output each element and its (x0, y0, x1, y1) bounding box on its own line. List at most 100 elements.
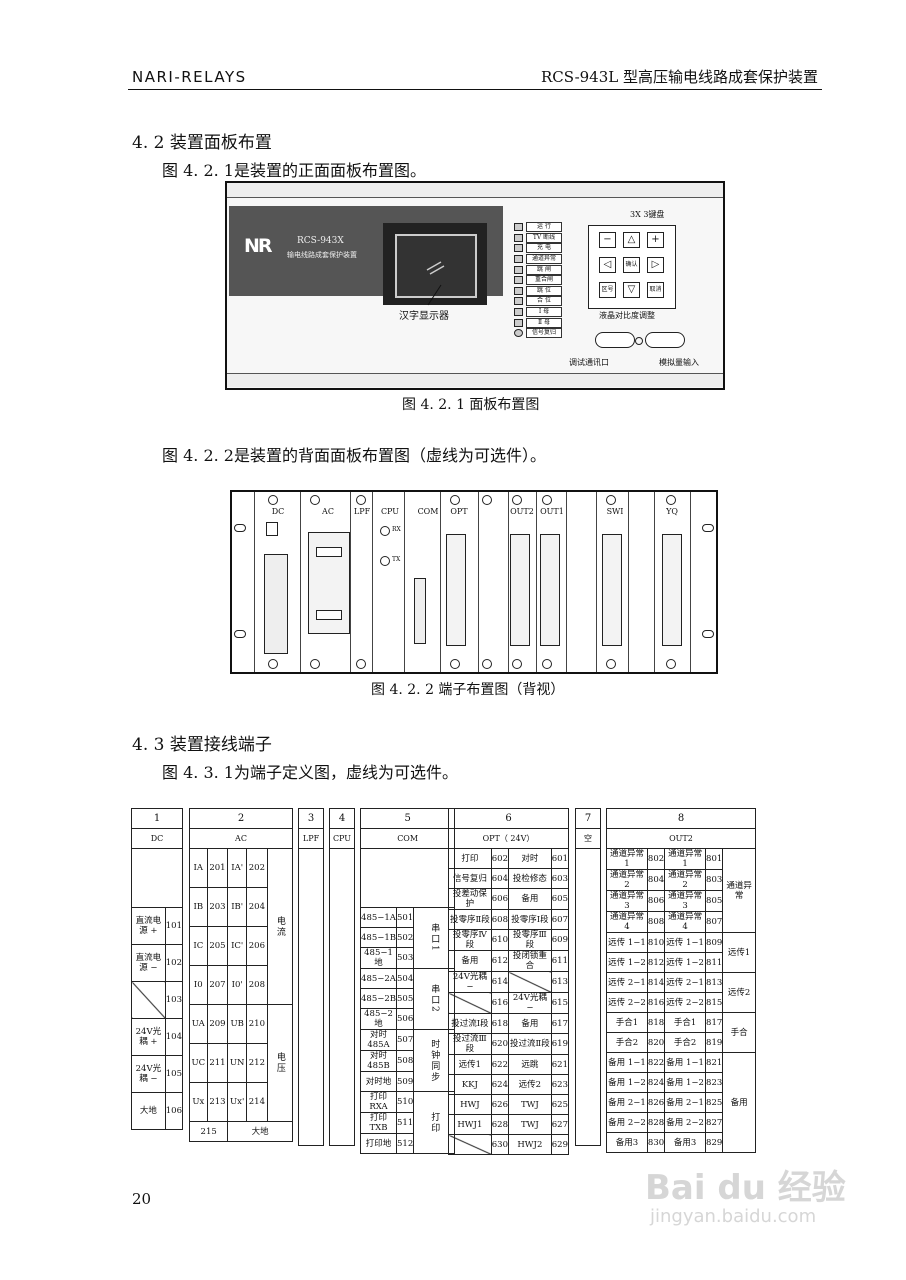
terminal-no: 830 (646, 1132, 666, 1153)
mount-hole (234, 630, 246, 638)
terminal-desc: 远传 2−2 (606, 992, 648, 1013)
group-label-remote1: 远传1 (722, 932, 756, 973)
terminal-no: 602 (490, 848, 510, 869)
slot-label-out1: OUT1 (540, 507, 564, 516)
screw-icon (310, 495, 320, 505)
ok-key[interactable]: 确认 (623, 257, 640, 273)
plus-key[interactable]: + (647, 232, 664, 248)
power-switch[interactable] (266, 522, 278, 536)
terminal-no: 511 (396, 1112, 415, 1134)
terminal-no: 608 (490, 909, 510, 930)
contrast-knob[interactable] (635, 337, 643, 345)
terminal-desc: 打印地 (359, 1133, 398, 1154)
led-label: 合 位 (526, 296, 562, 307)
block-number: 4 (329, 808, 355, 829)
terminal-no: 505 (396, 988, 415, 1009)
terminal-no: 211 (206, 1043, 229, 1083)
reset-button[interactable] (514, 329, 523, 338)
terminal-no: 213 (206, 1082, 229, 1122)
terminal-no: 827 (705, 1112, 724, 1133)
left-key[interactable]: ◁ (599, 257, 616, 273)
terminal-desc: 通道异常 3 (606, 890, 648, 912)
led-row: 运 行 (514, 222, 562, 233)
block-number: 2 (189, 808, 293, 829)
terminal-desc: 485−2地 (359, 1008, 398, 1030)
block-number: 6 (448, 808, 569, 829)
analog-port[interactable] (645, 332, 685, 348)
terminal-table-4: 4 CPU (329, 808, 355, 1146)
terminal-desc: 备用 2−1 (606, 1092, 648, 1113)
led-lamp (514, 244, 523, 253)
out1-rail (540, 534, 560, 646)
cancel-key[interactable]: 取消 (647, 282, 664, 298)
screw-icon (606, 495, 616, 505)
led-label: 跳 闸 (526, 264, 562, 275)
led-label: 跳 位 (526, 285, 562, 296)
group-label-manual-close: 手合 (722, 1012, 756, 1053)
terminal-no: 501 (396, 907, 415, 928)
analog-port-label: 模拟量输入 (659, 358, 699, 367)
terminal-no: 802 (646, 848, 666, 870)
keypad-title: 3X 3键盘 (630, 210, 665, 219)
terminal-desc: 大地 (131, 1092, 166, 1130)
up-key[interactable]: △ (623, 232, 640, 248)
terminal-desc: IA' (227, 848, 248, 888)
terminal-no: 615 (550, 992, 570, 1014)
terminal-desc: UC (189, 1043, 208, 1083)
led-row: 重合闸 (514, 275, 562, 286)
terminal-desc: 手合1 (606, 1012, 648, 1033)
screw-icon (666, 659, 676, 669)
terminal-no: 814 (646, 972, 666, 993)
screw-icon (606, 659, 616, 669)
led-label: Ⅱ 母 (526, 317, 562, 328)
block-number: 1 (131, 808, 183, 829)
led-row: 跳 位 (514, 285, 562, 297)
terminal-no: 607 (550, 909, 570, 930)
terminal-desc: 大地 (227, 1121, 293, 1142)
terminal-desc: IB (189, 887, 208, 927)
zone-key[interactable]: 区号 (599, 282, 616, 298)
out2-rail (510, 534, 530, 646)
header-left: NARI-RELAYS (132, 68, 247, 86)
terminal-no: 808 (646, 911, 666, 933)
terminal-desc: 备用3 (664, 1132, 707, 1153)
group-label-channel-alarm: 通道异常 (722, 848, 756, 933)
minus-key[interactable]: − (599, 232, 616, 248)
header-rule (128, 89, 822, 90)
terminal-table-3: 3 LPF (298, 808, 324, 1146)
block-number: 8 (606, 808, 756, 829)
terminal-no: 630 (490, 1134, 510, 1155)
ac-terminal-cover (316, 610, 342, 620)
terminal-desc: UB (227, 1004, 248, 1044)
terminal-no: 503 (396, 947, 415, 969)
slot-divider (372, 492, 373, 672)
led-lamp (514, 308, 523, 317)
model-subtitle: 输电线路成套保护装置 (287, 251, 357, 259)
lcd-display (395, 234, 477, 298)
terminal-desc: HWJ (448, 1094, 492, 1115)
terminal-desc: 备用 (508, 1013, 552, 1034)
terminal-no: 204 (246, 887, 268, 927)
terminal-desc: 24V光耦 − (508, 992, 552, 1014)
terminal-table-1: 1 DC 直流电源 +101 直流电源 −102 103 24V光耦 +104 … (131, 808, 184, 1130)
terminal-desc: 通道异常 4 (664, 911, 707, 933)
figure-4-2-2-caption: 图 4. 2. 2 端子布置图（背视） (371, 682, 565, 698)
keypad: − △ + ◁ 确认 ▷ 区号 ▽ 取消 (588, 225, 676, 309)
terminal-no: 823 (705, 1072, 724, 1093)
terminal-desc: 通道异常 1 (606, 848, 648, 870)
down-key[interactable]: ▽ (623, 282, 640, 298)
terminal-no: 806 (646, 890, 666, 912)
terminal-no: 812 (646, 952, 666, 973)
right-key[interactable]: ▷ (647, 257, 664, 273)
screw-icon (512, 659, 522, 669)
screw-icon (450, 659, 460, 669)
terminal-no: 506 (396, 1008, 415, 1030)
front-panel-figure: NR RCS-943X 输电线路成套保护装置 汉字显示器 运 行 TV 断线 充… (225, 181, 725, 390)
debug-port[interactable] (595, 332, 635, 348)
screw-icon (542, 659, 552, 669)
terminal-desc: 手合2 (606, 1032, 648, 1053)
terminal-no: 509 (396, 1071, 415, 1092)
debug-port-label: 调试通讯口 (569, 358, 609, 367)
terminal-desc: 投闭锁重合 (508, 950, 552, 972)
